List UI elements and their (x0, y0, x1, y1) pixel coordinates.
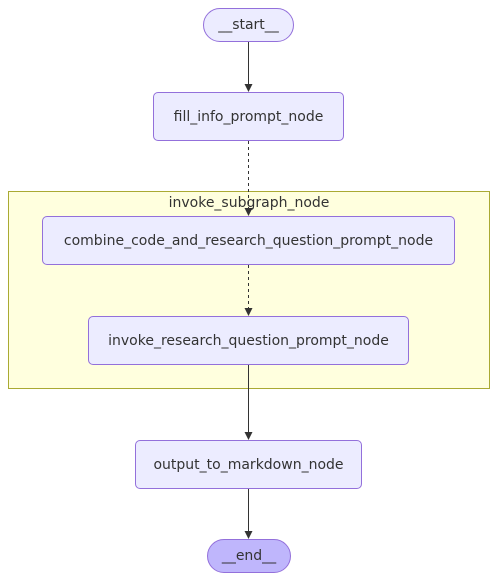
combine-code-and-research-question-prompt-node[interactable]: combine_code_and_research_question_promp… (42, 216, 455, 265)
start-node[interactable]: __start__ (203, 8, 294, 42)
end-node[interactable]: __end__ (207, 539, 291, 573)
invoke-research-question-prompt-node[interactable]: invoke_research_question_prompt_node (88, 316, 409, 365)
subgraph-label: invoke_subgraph_node (168, 195, 330, 211)
fill-info-prompt-node[interactable]: fill_info_prompt_node (153, 92, 344, 141)
output-to-markdown-node[interactable]: output_to_markdown_node (135, 440, 362, 489)
